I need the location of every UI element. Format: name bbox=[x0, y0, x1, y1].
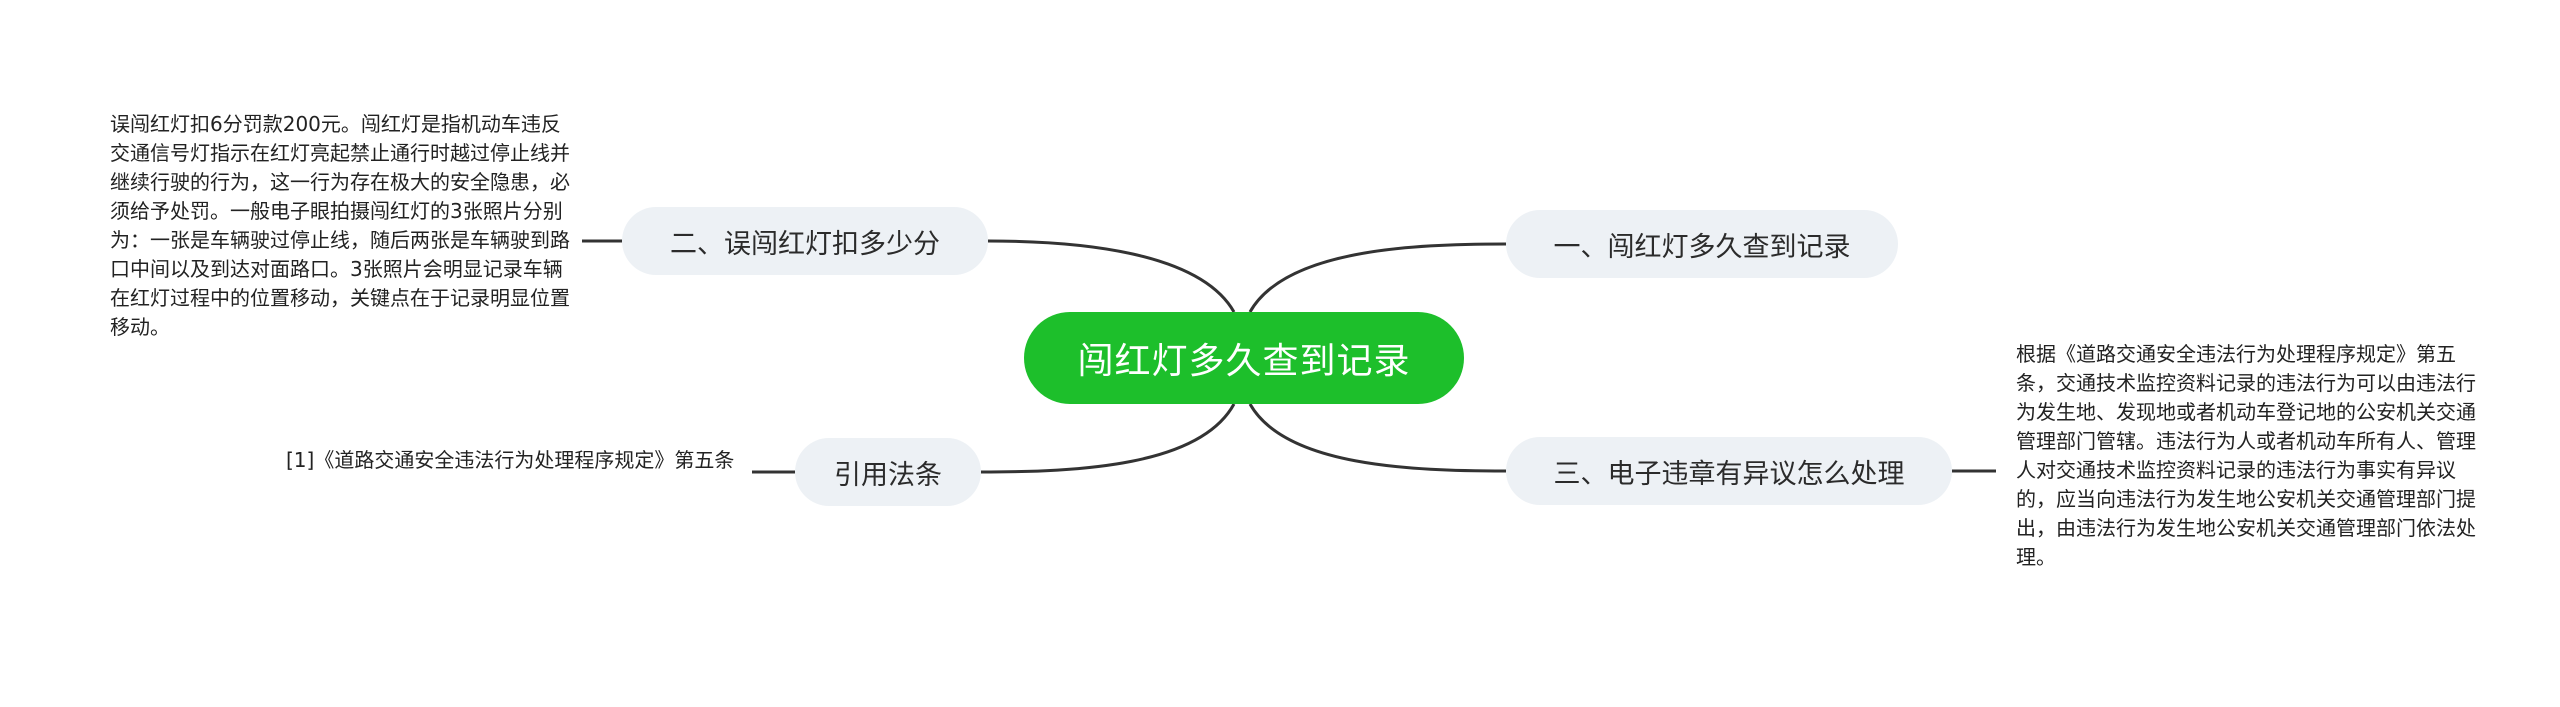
connector-root-to-branch-3 bbox=[1248, 403, 1507, 473]
branch-topic-label: 三、电子违章有异议怎么处理 bbox=[1553, 458, 1905, 490]
branch-topic-label: 一、闯红灯多久查到记录 bbox=[1553, 231, 1851, 263]
root-topic[interactable]: 闯红灯多久查到记录 bbox=[1024, 312, 1464, 404]
connector-root-to-branch-4 bbox=[980, 403, 1236, 474]
branch-topic-cited-law[interactable]: 引用法条 bbox=[795, 438, 981, 506]
leaf-note-dispute-handling[interactable]: 根据《道路交通安全违法行为处理程序规定》第五条，交通技术监控资料记录的违法行为可… bbox=[2016, 342, 2476, 569]
connector-root-to-branch-2 bbox=[987, 239, 1236, 313]
branch-topic-label: 引用法条 bbox=[834, 459, 942, 491]
root-topic-label: 闯红灯多久查到记录 bbox=[1077, 341, 1411, 382]
leaf-note-penalty-points[interactable]: 误闯红灯扣6分罚款200元。闯红灯是指机动车违反交通信号灯指示在红灯亮起禁止通行… bbox=[110, 112, 570, 339]
branch-topic-penalty-points[interactable]: 二、误闯红灯扣多少分 bbox=[622, 207, 988, 275]
branch-topic-record-time[interactable]: 一、闯红灯多久查到记录 bbox=[1506, 210, 1898, 278]
branch-topic-dispute-handling[interactable]: 三、电子违章有异议怎么处理 bbox=[1506, 437, 1952, 505]
leaf-note-cited-law[interactable]: [1]《道路交通安全违法行为处理程序规定》第五条 bbox=[286, 448, 735, 472]
connector-root-to-branch-1 bbox=[1248, 242, 1507, 313]
branch-topic-label: 二、误闯红灯扣多少分 bbox=[670, 228, 940, 260]
